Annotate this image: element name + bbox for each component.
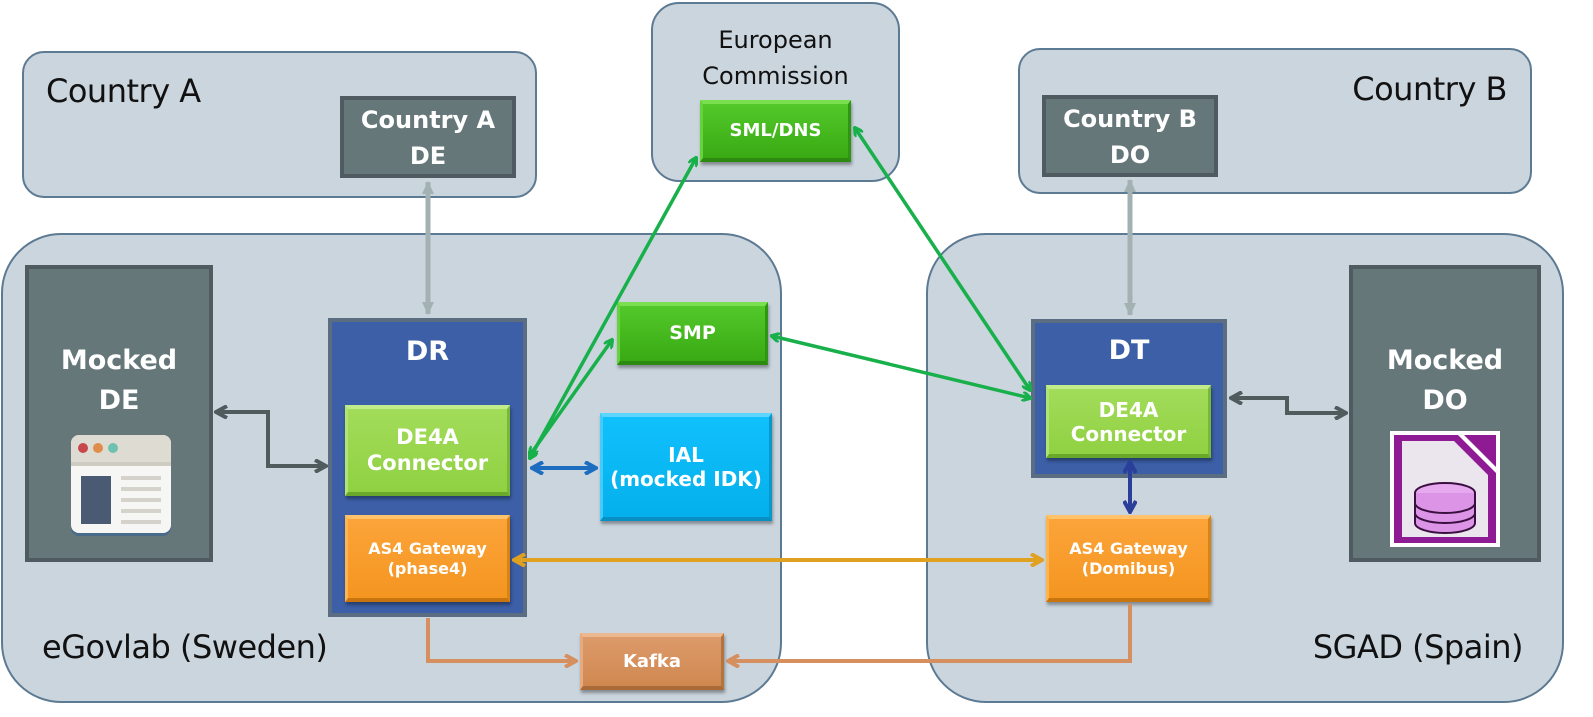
dr-gateway-line1: AS4 Gateway <box>368 539 487 559</box>
dt-gateway-line1: AS4 Gateway <box>1069 539 1188 559</box>
ec-label-line2: Commission <box>702 62 849 90</box>
smp-label: SMP <box>669 322 716 345</box>
browser-window-icon <box>71 435 171 536</box>
database-document-icon <box>1390 431 1500 547</box>
ial-node[interactable]: IAL (mocked IDK) <box>600 413 772 521</box>
country-b-do-node[interactable]: Country B DO <box>1042 95 1218 177</box>
european-commission-label: European Commission <box>651 22 900 94</box>
region-sgad-label: SGAD (Spain) <box>1312 628 1524 666</box>
dt-de4a-connector[interactable]: DE4A Connector <box>1046 385 1211 458</box>
mocked-de-line1: Mocked <box>60 345 178 376</box>
country-a-de-node[interactable]: Country A DE <box>340 96 516 178</box>
mocked-de-node[interactable]: Mocked DE <box>25 265 213 562</box>
dt-as4-gateway[interactable]: AS4 Gateway (Domibus) <box>1046 515 1211 602</box>
dr-as4-gateway[interactable]: AS4 Gateway (phase4) <box>345 515 510 602</box>
kafka-label: Kafka <box>622 650 682 672</box>
mocked-do-node[interactable]: Mocked DO <box>1349 265 1541 562</box>
dr-connector-line2: Connector <box>366 450 489 475</box>
country-a-de-line1: Country A <box>360 106 496 134</box>
region-egovlab-label: eGovlab (Sweden) <box>42 628 328 666</box>
dt-title: DT <box>1108 335 1150 366</box>
smp-node[interactable]: SMP <box>617 302 768 365</box>
kafka-node[interactable]: Kafka <box>580 633 724 690</box>
dr-connector-line1: DE4A <box>396 425 459 450</box>
dt-connector-line2: Connector <box>1070 421 1187 446</box>
dt-connector-line1: DE4A <box>1098 397 1159 422</box>
ec-label-line1: European <box>718 26 833 54</box>
dr-de4a-connector[interactable]: DE4A Connector <box>345 405 510 496</box>
ial-line2: (mocked IDK) <box>610 467 762 491</box>
region-country-a-label: Country A <box>46 72 201 110</box>
sml-dns-label: SML/DNS <box>729 120 822 142</box>
mocked-de-line2: DE <box>98 385 140 416</box>
ial-line1: IAL <box>668 443 704 467</box>
sml-dns-node[interactable]: SML/DNS <box>700 100 851 162</box>
dr-gateway-line2: (phase4) <box>387 558 468 578</box>
country-a-de-line2: DE <box>409 142 447 170</box>
dr-title: DR <box>405 336 450 367</box>
mocked-do-line1: Mocked <box>1386 345 1504 376</box>
dt-gateway-line2: (Domibus) <box>1081 558 1176 578</box>
country-b-do-line1: Country B <box>1063 105 1197 133</box>
region-country-b-label: Country B <box>1352 70 1507 108</box>
mocked-do-line2: DO <box>1422 385 1468 416</box>
country-b-do-line2: DO <box>1109 141 1151 169</box>
